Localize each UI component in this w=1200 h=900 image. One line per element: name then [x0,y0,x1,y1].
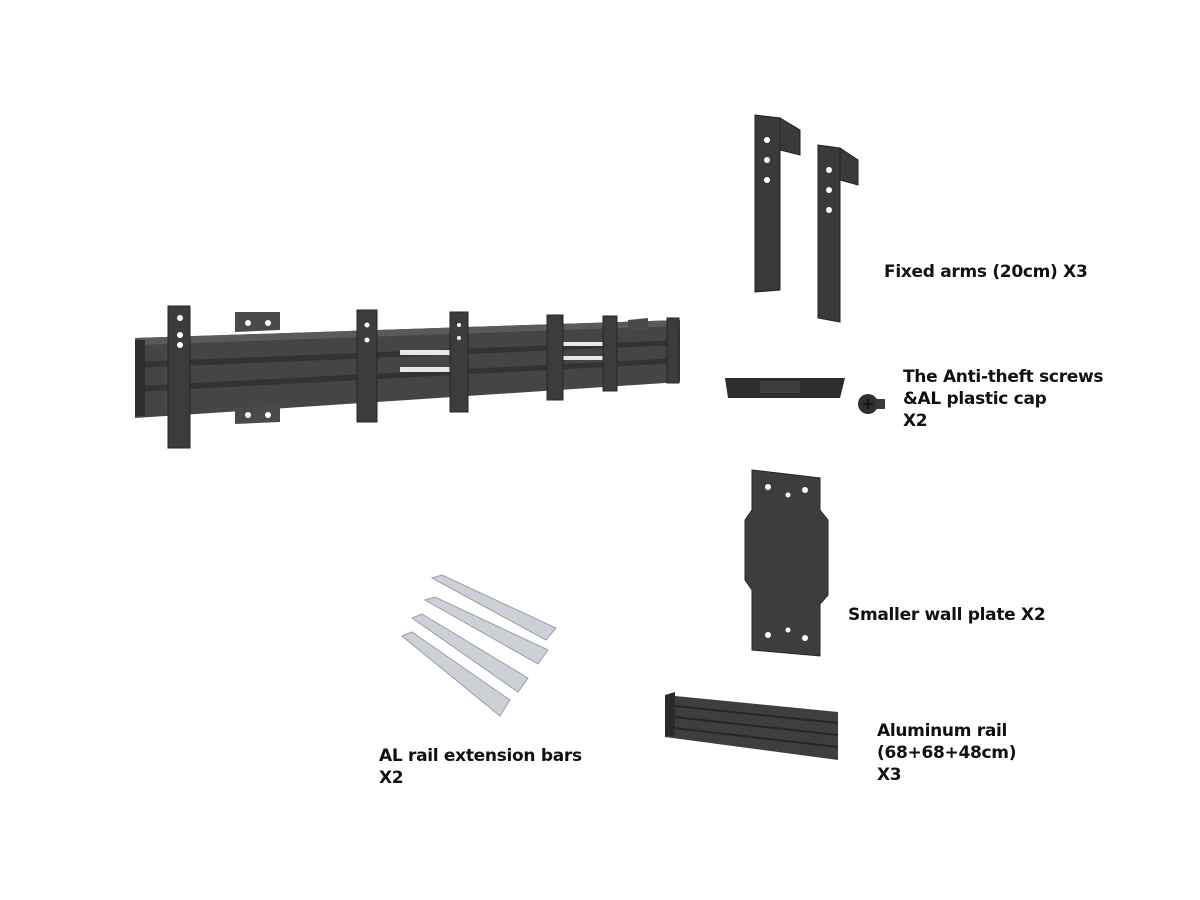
ext-bars-label-line2: X2 [379,768,404,788]
wall-plate-image [744,469,829,657]
rail-label-line1: Aluminum rail [877,721,1008,741]
rail-label-line3: X3 [877,765,902,785]
fixed-arms-label: Fixed arms (20cm) X3 [884,262,1088,282]
assembled-rail-mount [135,305,680,449]
ext-bars-label-line1: AL rail extension bars [379,746,582,766]
anti-theft-screw-image [858,394,885,414]
fixed-arms-image [754,114,859,323]
screws-label-line3: X2 [903,411,928,431]
aluminum-rail-image [664,692,839,760]
wall-plate-label: Smaller wall plate X2 [848,605,1046,625]
rail-label-line2: (68+68+48cm) [877,743,1017,763]
plastic-cap-image [725,378,845,398]
screws-label-line2: &AL plastic cap [903,389,1047,409]
screws-label-line1: The Anti-theft screws [903,367,1104,387]
extension-bars-image [401,574,557,717]
